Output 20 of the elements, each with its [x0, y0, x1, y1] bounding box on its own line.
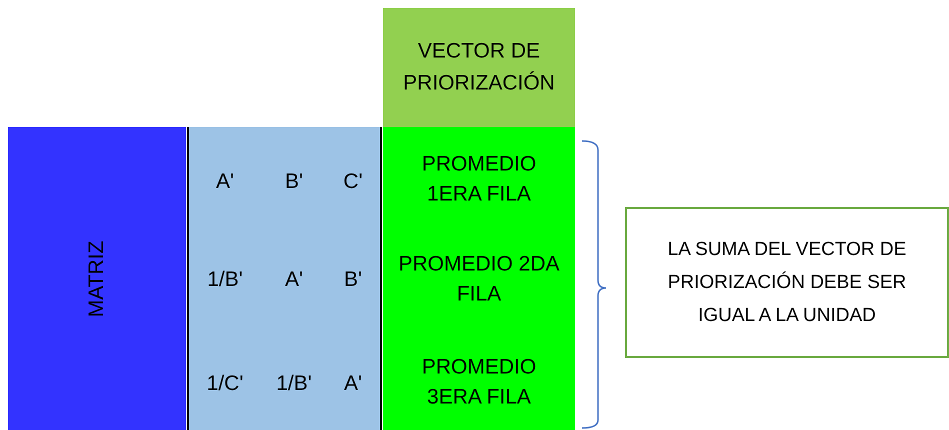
note-text: LA SUMA DEL VECTOR DE PRIORIZACIÓN DEBE SER IGUAL A LA UNIDAD — [666, 238, 908, 328]
matrix-entry: A' — [344, 370, 362, 397]
matrix-panel — [187, 127, 382, 430]
note-box — [625, 207, 949, 358]
matrix-entry: B' — [284, 168, 304, 195]
vector-column — [383, 127, 575, 430]
header-box — [383, 8, 575, 127]
label-panel — [8, 127, 186, 430]
matrix-entry: A' — [216, 168, 234, 195]
row-average: PROMEDIO 2DA FILA — [397, 252, 561, 308]
matrix-entry: B' — [344, 266, 362, 293]
header-text: VECTOR DE PRIORIZACIÓN — [402, 38, 556, 96]
matrix-entry: A' — [284, 266, 304, 293]
matrix-entry: 1/C' — [206, 370, 244, 397]
matrix-entry: C' — [343, 168, 363, 195]
row-average: PROMEDIO 1ERA FILA — [420, 152, 538, 208]
matrix-entry: 1/B' — [207, 266, 243, 293]
row-average: PROMEDIO 3ERA FILA — [420, 354, 538, 411]
vertical-label: MATRIZ — [84, 240, 109, 317]
matrix-entry: 1/B' — [276, 370, 312, 397]
